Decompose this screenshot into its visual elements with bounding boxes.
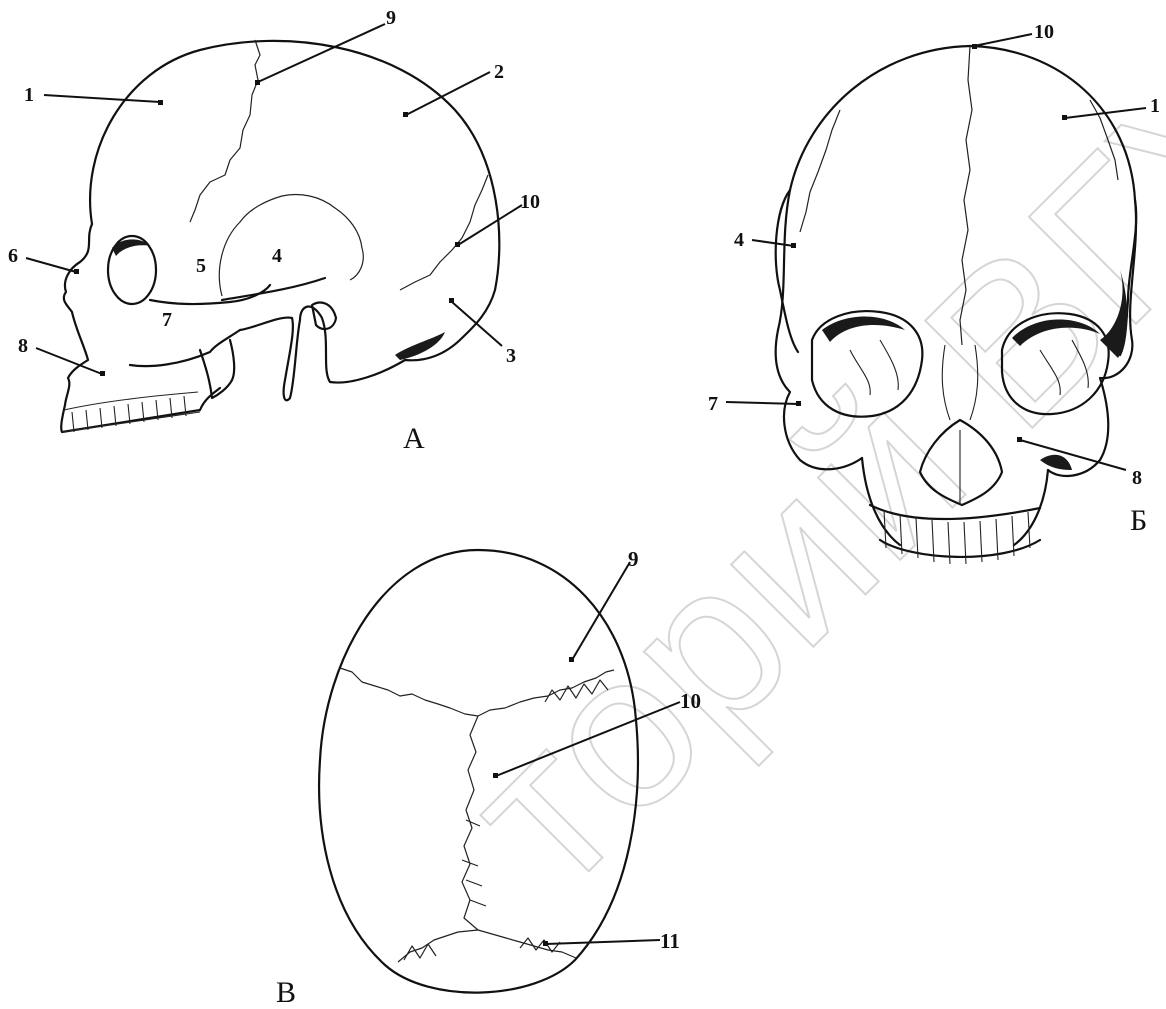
temporal-line [222,278,325,300]
lambdoid-suture-lateral [400,175,488,290]
callout-9: 9 [386,7,396,29]
temporal-squama [219,195,363,297]
callout-frontal-8: 8 [1132,467,1142,489]
callout-8: 8 [18,335,28,357]
callout-frontal-1: 1 [1150,95,1160,117]
skull-lateral-outline [90,41,499,400]
lambdoid-suture-superior [398,930,576,962]
callout-superior-10: 10 [680,689,701,713]
callout-frontal-10: 10 [1034,21,1054,43]
callout-2: 2 [494,61,504,83]
view-label-a: А [403,422,425,455]
callout-7: 7 [162,309,172,331]
callout-superior-11: 11 [660,929,680,953]
frontal-margin-left [800,110,840,232]
coronal-suture-lateral [190,40,260,222]
callout-frontal-4: 4 [734,229,744,251]
callout-6: 6 [8,245,18,267]
skull-lateral-view: 1 2 3 4 5 6 7 8 9 10 А [8,7,540,455]
sagittal-serration [462,820,486,906]
callout-10: 10 [520,191,540,213]
lambdoid-serration [404,938,560,960]
callout-5: 5 [196,255,206,277]
callout-1: 1 [24,84,34,106]
view-label-v: В [276,976,296,1009]
callout-4: 4 [272,245,282,267]
callout-frontal-7: 7 [708,393,718,415]
teeth-lateral [62,392,200,432]
callout-3: 3 [506,345,516,367]
callout-superior-9: 9 [628,547,639,571]
view-label-b: Б [1130,504,1147,537]
